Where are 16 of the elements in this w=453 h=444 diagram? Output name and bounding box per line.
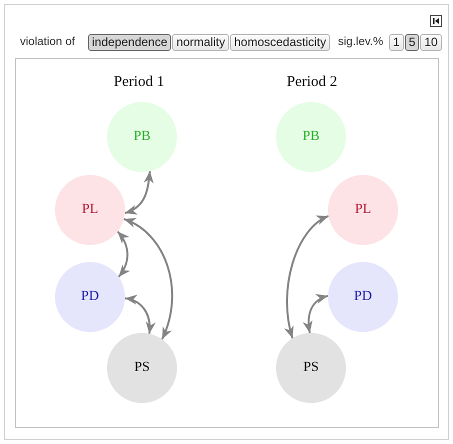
level-button: 1 — [389, 34, 404, 51]
control-label: violation of — [20, 35, 75, 49]
period-heading: Period 2 — [286, 73, 338, 91]
option-button: normality — [172, 34, 230, 51]
double-arrow — [284, 215, 329, 339]
double-arrow — [116, 230, 130, 278]
option-button: independence — [88, 34, 172, 51]
double-arrow — [303, 294, 328, 334]
double-arrow — [123, 218, 173, 340]
level-button: 5 — [404, 34, 420, 51]
option-button: homoscedasticity — [230, 34, 330, 51]
period-heading: Period 1 — [114, 73, 164, 91]
control-label: sig.lev.% — [338, 35, 384, 49]
double-arrow — [124, 171, 154, 214]
double-arrow — [124, 295, 156, 334]
level-button: 10 — [420, 34, 442, 51]
